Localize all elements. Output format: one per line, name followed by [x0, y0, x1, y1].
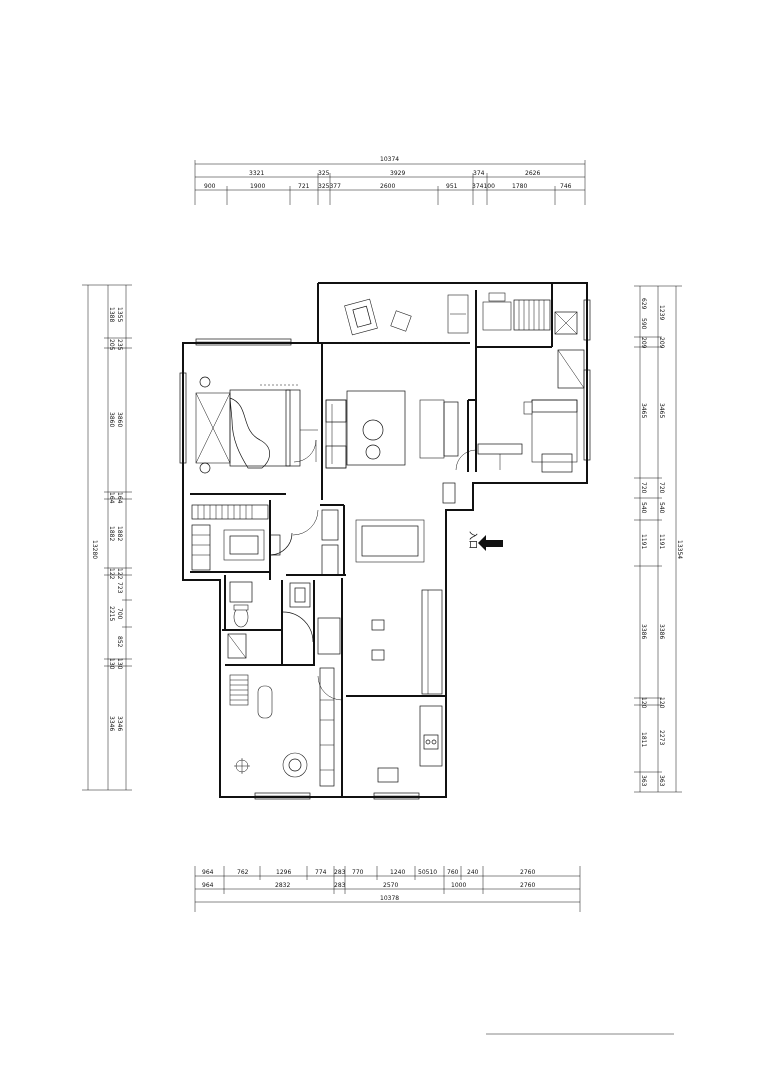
dim-left-outer: 1388	[108, 307, 115, 322]
dim-right-b: 540	[658, 502, 665, 514]
windows	[179, 299, 591, 800]
entry-label: 入口	[467, 531, 478, 549]
dim-top-r2: 2600	[380, 183, 395, 190]
dim-bottom-r2: 2832	[275, 882, 290, 889]
dim-right-b: 1191	[658, 534, 665, 549]
study	[229, 667, 335, 787]
dim-top-r2: 1780	[512, 183, 527, 190]
bottom-dimensions: 964 762 1296 774 283 770 1240 50510 760 …	[194, 866, 581, 912]
balcony-room	[340, 294, 470, 344]
living-room	[325, 390, 459, 563]
dim-bottom-r1: 762	[237, 869, 249, 876]
dim-bottom-r2: 964	[202, 882, 214, 889]
dim-bottom-r1: 50510	[418, 869, 437, 876]
dim-top-r2: 746	[560, 183, 572, 190]
dim-left-inner: 3346	[116, 716, 123, 731]
dim-left-outer: 1882	[108, 526, 115, 541]
dim-left-inner: 164	[116, 492, 123, 504]
dim-right-a: 120	[640, 697, 647, 709]
dim-left-inner: 723	[116, 582, 123, 594]
dim-bottom-r2: 283	[334, 882, 346, 889]
dim-right-total: 13354	[676, 540, 683, 559]
dim-left-total: 13280	[91, 540, 98, 559]
dim-bottom-r1: 774	[315, 869, 327, 876]
dim-left-outer: 205	[108, 339, 115, 351]
dim-right-b: 1239	[658, 305, 665, 320]
dim-top-r1: 3929	[390, 170, 405, 177]
dim-top-r1: 3321	[249, 170, 264, 177]
dim-right-a: 590	[640, 318, 647, 330]
dim-bottom-r1: 2760	[520, 869, 535, 876]
dim-left-inner: 852	[116, 636, 123, 648]
dim-left-outer: 3346	[108, 716, 115, 731]
dim-right-b: 120	[658, 697, 665, 709]
dim-bottom-r1: 770	[352, 869, 364, 876]
dim-right-a: 1191	[640, 534, 647, 549]
dim-right-b: 720	[658, 482, 665, 494]
dim-right-b: 3465	[658, 403, 665, 418]
doors	[292, 439, 477, 701]
dim-right-b: 2273	[658, 730, 665, 745]
dim-bottom-r1: 760	[447, 869, 459, 876]
right-dimensions: 629 590 209 3465 720 540 1191 3386 120 1…	[634, 285, 683, 793]
entry-marker: 入口	[467, 531, 503, 551]
dim-right-a: 209	[640, 337, 647, 349]
master-bedroom	[195, 376, 318, 474]
dim-left-outer: 130	[108, 658, 115, 670]
dim-top-r2: 374100	[472, 183, 495, 190]
dim-left-inner: 1882	[116, 526, 123, 541]
dim-top-r1: 374	[473, 170, 485, 177]
dim-left-inner: 1355	[116, 307, 123, 322]
dim-right-a: 629	[640, 298, 647, 310]
dim-bottom-r1: 964	[202, 869, 214, 876]
entry-arrow-icon	[478, 535, 503, 551]
dim-bottom-r1: 240	[467, 869, 479, 876]
bathrooms	[227, 581, 341, 659]
dim-right-a: 540	[640, 502, 647, 514]
dim-right-a: 3386	[640, 624, 647, 639]
dim-left-outer: 164	[108, 492, 115, 504]
dim-left-inner: 700	[116, 608, 123, 620]
top-dimensions: 10374 3321 325 3929 374 2626 900 1900 72…	[194, 156, 586, 205]
dim-top-r2: 1900	[250, 183, 265, 190]
dim-right-a: 3465	[640, 403, 647, 418]
dim-bottom-total: 10378	[380, 895, 399, 902]
dim-right-a: 363	[640, 775, 647, 787]
kitchen	[371, 589, 443, 783]
dim-left-outer: 3860	[108, 412, 115, 427]
walls	[182, 282, 588, 798]
dim-top-r2: 951	[446, 183, 458, 190]
dim-left-inner: 235	[116, 339, 123, 351]
dim-bottom-r2: 1000	[451, 882, 466, 889]
dim-bottom-r1: 283	[334, 869, 346, 876]
dim-right-a: 1811	[640, 732, 647, 747]
dim-top-r1: 2626	[525, 170, 540, 177]
dim-left-outer: 2215	[108, 606, 115, 621]
dim-bottom-r2: 2760	[520, 882, 535, 889]
dim-top-r2: 325377	[318, 183, 341, 190]
left-dimensions: 13280 1388 205 3860 164 1882 122 2215 13…	[82, 284, 132, 791]
dim-right-b: 209	[658, 337, 665, 349]
dim-top-r2: 900	[204, 183, 216, 190]
dim-bottom-r2: 2570	[383, 882, 398, 889]
dim-left-inner: 122	[116, 568, 123, 580]
dim-left-outer: 122	[108, 568, 115, 580]
dim-top-r1: 325	[318, 170, 330, 177]
dim-right-b: 363	[658, 775, 665, 787]
dim-left-inner: 3860	[116, 412, 123, 427]
dim-top-r2: 721	[298, 183, 310, 190]
dim-top-total: 10374	[380, 156, 399, 163]
dim-bottom-r1: 1296	[276, 869, 291, 876]
dim-right-a: 720	[640, 482, 647, 494]
dim-right-b: 3386	[658, 624, 665, 639]
dim-left-inner: 130	[116, 658, 123, 670]
dim-bottom-r1: 1240	[390, 869, 405, 876]
east-rooms	[477, 292, 585, 473]
closet-area	[191, 504, 339, 576]
